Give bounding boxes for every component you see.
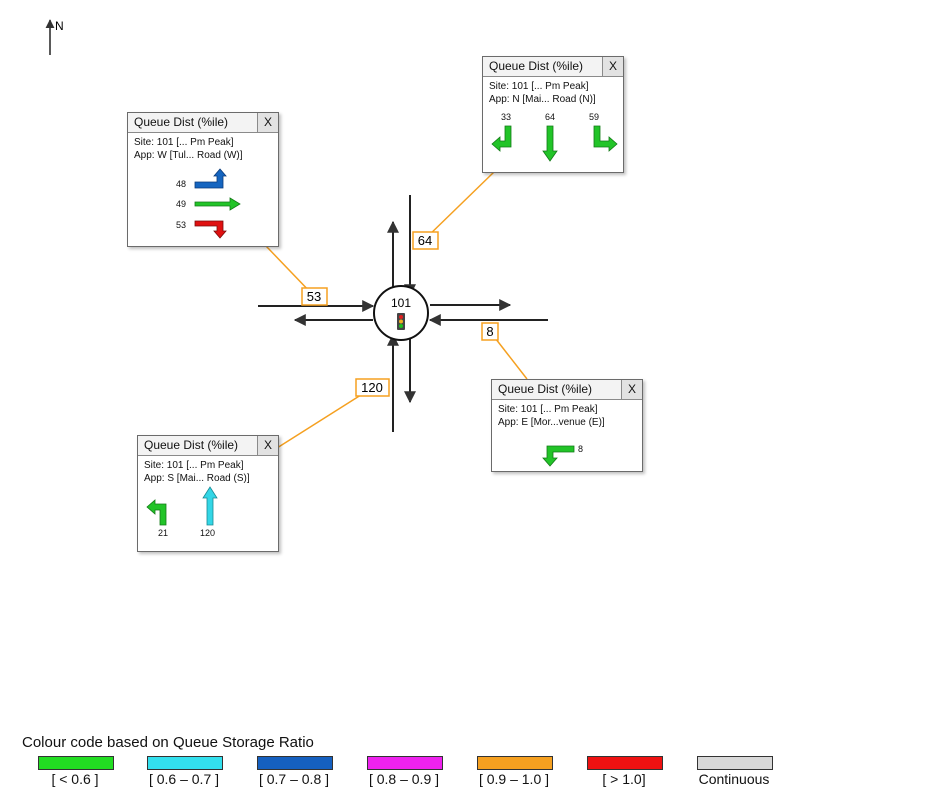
left-turn-arrow-icon <box>194 168 227 189</box>
popup-header: Queue Dist (%ile) X <box>128 113 278 133</box>
lane-queue-value: 21 <box>158 528 169 538</box>
popup-site: Site: 101 [... Pm Peak] <box>134 137 234 148</box>
lane-queue-value: 49 <box>176 199 187 209</box>
popup-title: Queue Dist (%ile) <box>144 438 239 452</box>
south-queue-tag-box <box>355 378 390 397</box>
close-button[interactable]: X <box>602 57 623 76</box>
legend-swatch <box>147 756 223 770</box>
legend-swatch <box>38 756 114 770</box>
road-approaches <box>258 195 548 432</box>
popup-approach: App: W [Tul... Road (W)] <box>134 150 243 161</box>
legend-swatch <box>257 756 333 770</box>
east-queue-tag: 8 <box>486 324 493 339</box>
lane-queue-value: 59 <box>589 112 600 122</box>
queue-popup-east[interactable]: Queue Dist (%ile) X Site: 101 [... Pm Pe… <box>491 379 643 472</box>
popup-approach: App: S [Mai... Road (S)] <box>144 473 250 484</box>
legend-swatch <box>697 756 773 770</box>
site-node-label: 101 <box>391 296 411 310</box>
queue-popup-north[interactable]: Queue Dist (%ile) X Site: 101 [... Pm Pe… <box>482 56 624 173</box>
left-turn-arrow-icon <box>593 125 618 152</box>
queue-popup-west[interactable]: Queue Dist (%ile) X Site: 101 [... Pm Pe… <box>127 112 279 247</box>
lane-queue-value: 64 <box>545 112 556 122</box>
popup-header: Queue Dist (%ile) X <box>138 436 278 456</box>
west-queue-tag: 53 <box>307 289 321 304</box>
popup-site: Site: 101 [... Pm Peak] <box>498 404 598 415</box>
close-button[interactable]: X <box>621 380 642 399</box>
legend-swatch <box>587 756 663 770</box>
intersection-node[interactable]: 101 <box>373 285 429 341</box>
through-arrow-icon <box>542 125 558 162</box>
legend-label: Continuous <box>698 771 770 787</box>
east-queue-tag-box <box>481 322 499 341</box>
north-label: N <box>55 19 64 33</box>
lane-queue-value: 8 <box>578 444 584 454</box>
popup-title: Queue Dist (%ile) <box>134 115 229 129</box>
popup-site: Site: 101 [... Pm Peak] <box>489 81 589 92</box>
close-button[interactable]: X <box>257 113 278 132</box>
north-arrow-icon: N <box>45 19 64 55</box>
legend-swatch <box>477 756 553 770</box>
legend-label: [ 0.8 – 0.9 ] <box>368 771 440 787</box>
north-queue-tag-box <box>412 231 439 250</box>
left-turn-arrow-icon <box>542 445 575 467</box>
close-button[interactable]: X <box>257 436 278 455</box>
west-queue-tag-box <box>301 287 328 306</box>
popup-approach: App: N [Mai... Road (N)] <box>489 94 596 105</box>
lane-queue-value: 33 <box>501 112 512 122</box>
lane-queue-value: 53 <box>176 220 187 230</box>
legend-swatch <box>367 756 443 770</box>
legend-label: [ 0.9 – 1.0 ] <box>478 771 550 787</box>
legend-label: [ 0.6 – 0.7 ] <box>148 771 220 787</box>
left-turn-arrow-icon <box>146 499 167 526</box>
legend-label: [ 0.7 – 0.8 ] <box>258 771 330 787</box>
queue-popup-south[interactable]: Queue Dist (%ile) X Site: 101 [... Pm Pe… <box>137 435 279 552</box>
intersection-diagram: N 101 53 64 8 120 <box>45 19 548 449</box>
popup-approach: App: E [Mor...venue (E)] <box>498 417 605 428</box>
legend-label: [ < 0.6 ] <box>51 771 99 787</box>
lane-queue-value: 120 <box>200 528 216 538</box>
popup-title: Queue Dist (%ile) <box>489 59 584 73</box>
lane-queue-value: 48 <box>176 179 187 189</box>
north-queue-tag: 64 <box>418 233 432 248</box>
through-arrow-icon <box>202 486 218 526</box>
traffic-signal-icon <box>397 313 405 330</box>
right-turn-arrow-icon <box>491 125 512 152</box>
legend-label: [ > 1.0] <box>602 771 646 787</box>
legend-title: Colour code based on Queue Storage Ratio <box>22 734 314 751</box>
through-arrow-icon <box>194 197 241 211</box>
popup-title: Queue Dist (%ile) <box>498 382 593 396</box>
popup-header: Queue Dist (%ile) X <box>492 380 642 400</box>
right-turn-arrow-icon <box>194 220 227 239</box>
popup-site: Site: 101 [... Pm Peak] <box>144 460 244 471</box>
popup-header: Queue Dist (%ile) X <box>483 57 623 77</box>
south-queue-tag: 120 <box>361 380 383 395</box>
